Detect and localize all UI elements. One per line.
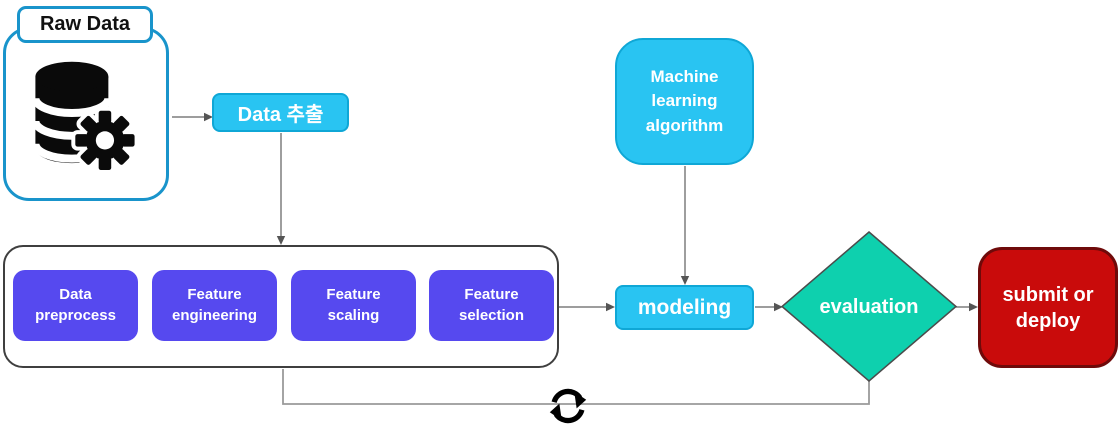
arrowhead <box>606 302 615 312</box>
evaluation-label: evaluation <box>819 295 919 318</box>
arrowhead <box>276 236 286 245</box>
raw-data-label: Raw Data <box>17 6 153 43</box>
step-label: Feature scaling <box>326 286 381 324</box>
arrowhead <box>680 276 690 285</box>
ml-algorithm-node: Machine learning algorithm <box>615 38 754 165</box>
submit-deploy-node: submit or deploy <box>978 247 1118 368</box>
evaluation-node: evaluation <box>800 295 938 319</box>
modeling-label: modeling <box>637 295 732 319</box>
data-extract-node: Data 추출 <box>212 93 349 132</box>
data-extract-label: Data 추출 <box>237 104 324 126</box>
step-feature-scaling: Feature scaling <box>291 270 416 341</box>
arrowhead <box>774 302 783 312</box>
arrowhead <box>969 302 978 312</box>
gear-icon <box>71 106 138 174</box>
step-feature-selection: Feature selection <box>429 270 554 341</box>
step-data-preprocess: Data preprocess <box>13 270 138 341</box>
raw-data-label-text: Raw Data <box>39 13 131 35</box>
ml-algorithm-label: Machine learning algorithm <box>645 66 724 135</box>
modeling-node: modeling <box>615 285 754 330</box>
database-gear-icon <box>31 61 138 174</box>
sync-arc-top <box>551 388 587 409</box>
step-label: Feature selection <box>458 286 525 324</box>
step-label: Data preprocess <box>35 286 116 324</box>
step-label: Feature engineering <box>171 286 257 324</box>
evaluation-diamond-shape <box>780 231 958 382</box>
sync-refresh-icon <box>549 388 587 424</box>
submit-deploy-label: submit or deploy <box>1002 283 1094 332</box>
sync-arc-bottom <box>549 403 585 424</box>
step-feature-engineering: Feature engineering <box>152 270 277 341</box>
arrowhead <box>204 112 213 122</box>
